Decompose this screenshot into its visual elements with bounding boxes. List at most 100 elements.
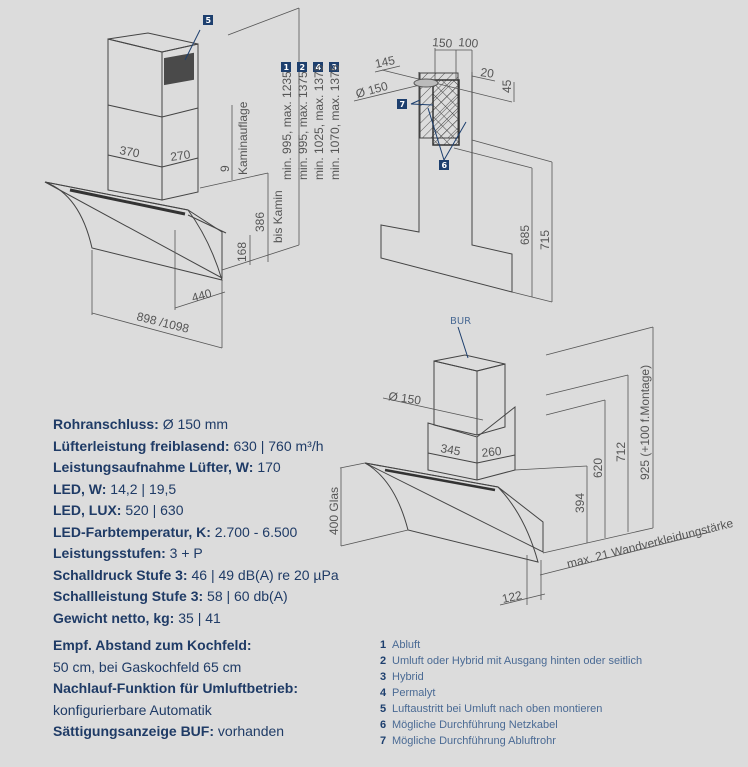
spec-value: Ø 150 mm	[158, 416, 229, 432]
spec-label: Lüfterleistung freiblasend:	[53, 437, 230, 454]
badge-3: 3	[329, 62, 339, 72]
legend-text: Abluft	[392, 639, 421, 651]
bur-label: BUR	[450, 316, 471, 327]
spec-label: LED-Farbtemperatur, K:	[53, 523, 211, 540]
svg-text:7: 7	[400, 100, 406, 109]
spec-label: Leistungsaufnahme Lüfter, W:	[53, 459, 254, 475]
legend-number: 7	[380, 735, 387, 747]
svg-text:4: 4	[316, 63, 322, 72]
badge-2: 2	[297, 62, 307, 72]
height-range-1: min. 995, max. 1235	[280, 71, 294, 180]
spec-row: Leistungsstufen: 3 + P	[53, 543, 339, 565]
spec-row: Leistungsaufnahme Lüfter, W: 170	[53, 457, 339, 479]
dim-440: 440	[190, 286, 213, 305]
legend-item: 5 Luftaustritt bei Umluft nach oben monti…	[380, 701, 642, 717]
dim-620: 620	[591, 458, 605, 478]
buf-value: vorhanden	[214, 723, 285, 739]
buf-row: Sättigungsanzeige BUF: vorhanden	[53, 721, 339, 743]
badge-1: 1	[281, 62, 291, 72]
legend-number: 4	[380, 687, 387, 699]
dim-712: 712	[614, 442, 628, 462]
abstand-heading: Empf. Abstand zum Kochfeld:	[53, 637, 252, 653]
spec-row: Schalldruck Stufe 3: 46 | 49 dB(A) re 20…	[53, 565, 339, 587]
badge-5: 5	[203, 15, 213, 25]
spec-value: 2.700 - 6.500	[210, 523, 298, 540]
wall-installation-drawing: 7 6 145 150 100 20 45 Ø 150 685 715	[353, 35, 553, 303]
diameter-150: Ø 150	[354, 79, 390, 101]
front-view-drawing: BUR Ø 150 345 260 400 Glas 394 620 712 9…	[327, 316, 735, 606]
svg-text:1: 1	[284, 63, 290, 72]
badge-7: 7	[397, 99, 407, 109]
badge-4: 4	[313, 62, 323, 72]
legend-number: 1	[380, 639, 387, 651]
spec-label: Gewicht netto, kg:	[53, 609, 175, 626]
legend-text: Hybrid	[392, 671, 424, 683]
dim-45: 45	[500, 79, 514, 93]
abstand-value: 50 cm, bei Gaskochfeld 65 cm	[53, 658, 242, 675]
legend-text: Mögliche Durchführung Abluftrohr	[392, 735, 556, 747]
legend-text: Luftaustritt bei Umluft nach oben montie…	[392, 703, 603, 715]
nachlauf-heading: Nachlauf-Funktion für Umluftbetrieb:	[53, 680, 298, 696]
badge-6: 6	[439, 160, 449, 170]
buf-label: Sättigungsanzeige BUF:	[53, 723, 215, 739]
spec-label: LED, W:	[53, 480, 107, 497]
legend-number: 5	[380, 703, 387, 715]
spec-row: Lüfterleistung freiblasend: 630 | 760 m³…	[53, 436, 339, 458]
legend-number: 3	[380, 671, 387, 683]
spec-row: Gewicht netto, kg: 35 | 41	[53, 608, 339, 630]
spec-row: LED, LUX: 520 | 630	[53, 500, 339, 522]
spec-value: 35 | 41	[174, 609, 221, 626]
spec-label: Leistungsstufen:	[53, 545, 166, 561]
legend-number: 2	[380, 655, 387, 667]
svg-text:5: 5	[206, 16, 212, 25]
spec-value: 14,2 | 19,5	[106, 480, 177, 497]
spec-list: Rohranschluss: Ø 150 mm Lüfterleistung f…	[53, 414, 339, 743]
dim-345: 345	[439, 441, 461, 458]
dim-715: 715	[538, 230, 552, 250]
svg-text:2: 2	[300, 63, 306, 72]
dim-260: 260	[481, 444, 503, 460]
spec-label: LED, LUX:	[53, 502, 122, 518]
abstand-label: Empf. Abstand zum Kochfeld:	[53, 635, 339, 657]
dim-685: 685	[518, 225, 532, 245]
dim-9: 9	[218, 165, 232, 172]
nachlauf-label: Nachlauf-Funktion für Umluftbetrieb:	[53, 678, 339, 700]
spec-value: 630 | 760 m³/h	[229, 437, 324, 454]
spec-value: 3 + P	[165, 545, 203, 561]
spec-value: 170	[253, 459, 281, 475]
spec-row: LED, W: 14,2 | 19,5	[53, 479, 339, 501]
spec-value: 46 | 49 dB(A) re 20 µPa	[187, 566, 339, 583]
dim-150: 150	[432, 35, 453, 51]
legend-number: 6	[380, 719, 387, 731]
dim-270: 270	[169, 147, 191, 164]
side-view-drawing: 5 1 2 4 3 min. 995, max. 1235 min. 995, …	[44, 7, 342, 349]
dim-394: 394	[573, 493, 587, 513]
svg-text:6: 6	[442, 161, 448, 170]
spec-label: Rohranschluss:	[53, 416, 159, 432]
dim-145: 145	[374, 53, 397, 71]
bis-kamin-label: bis Kamin	[271, 190, 285, 243]
legend-item: 2 Umluft oder Hybrid mit Ausgang hinten o…	[380, 653, 642, 669]
svg-text:3: 3	[332, 63, 338, 72]
legend-text: Umluft oder Hybrid mit Ausgang hinten od…	[392, 655, 643, 667]
legend-item: 7 Mögliche Durchführung Abluftrohr	[380, 733, 642, 749]
nachlauf-value: konfigurierbare Automatik	[53, 701, 212, 718]
height-range-3: min. 1070, max. 1375	[328, 64, 342, 180]
spec-value: 520 | 630	[121, 502, 184, 518]
dim-370: 370	[118, 143, 140, 160]
spec-row: LED-Farbtemperatur, K: 2.700 - 6.500	[53, 522, 339, 544]
height-range-2: min. 995, max. 1375	[296, 71, 310, 180]
spec-label: Schallleistung Stufe 3:	[53, 588, 204, 604]
spec-value: 58 | 60 db(A)	[203, 588, 288, 604]
spec-row: Schallleistung Stufe 3: 58 | 60 db(A)	[53, 586, 339, 608]
kaminauflage-label: Kaminauflage	[236, 101, 250, 175]
dim-122: 122	[501, 588, 524, 606]
spec-label: Schalldruck Stufe 3:	[53, 566, 188, 583]
spec-row: Rohranschluss: Ø 150 mm	[53, 414, 339, 436]
dim-20: 20	[480, 65, 495, 81]
dim-168: 168	[235, 242, 249, 262]
legend-item: 1 Abluft	[380, 637, 642, 653]
dim-386: 386	[253, 212, 267, 232]
